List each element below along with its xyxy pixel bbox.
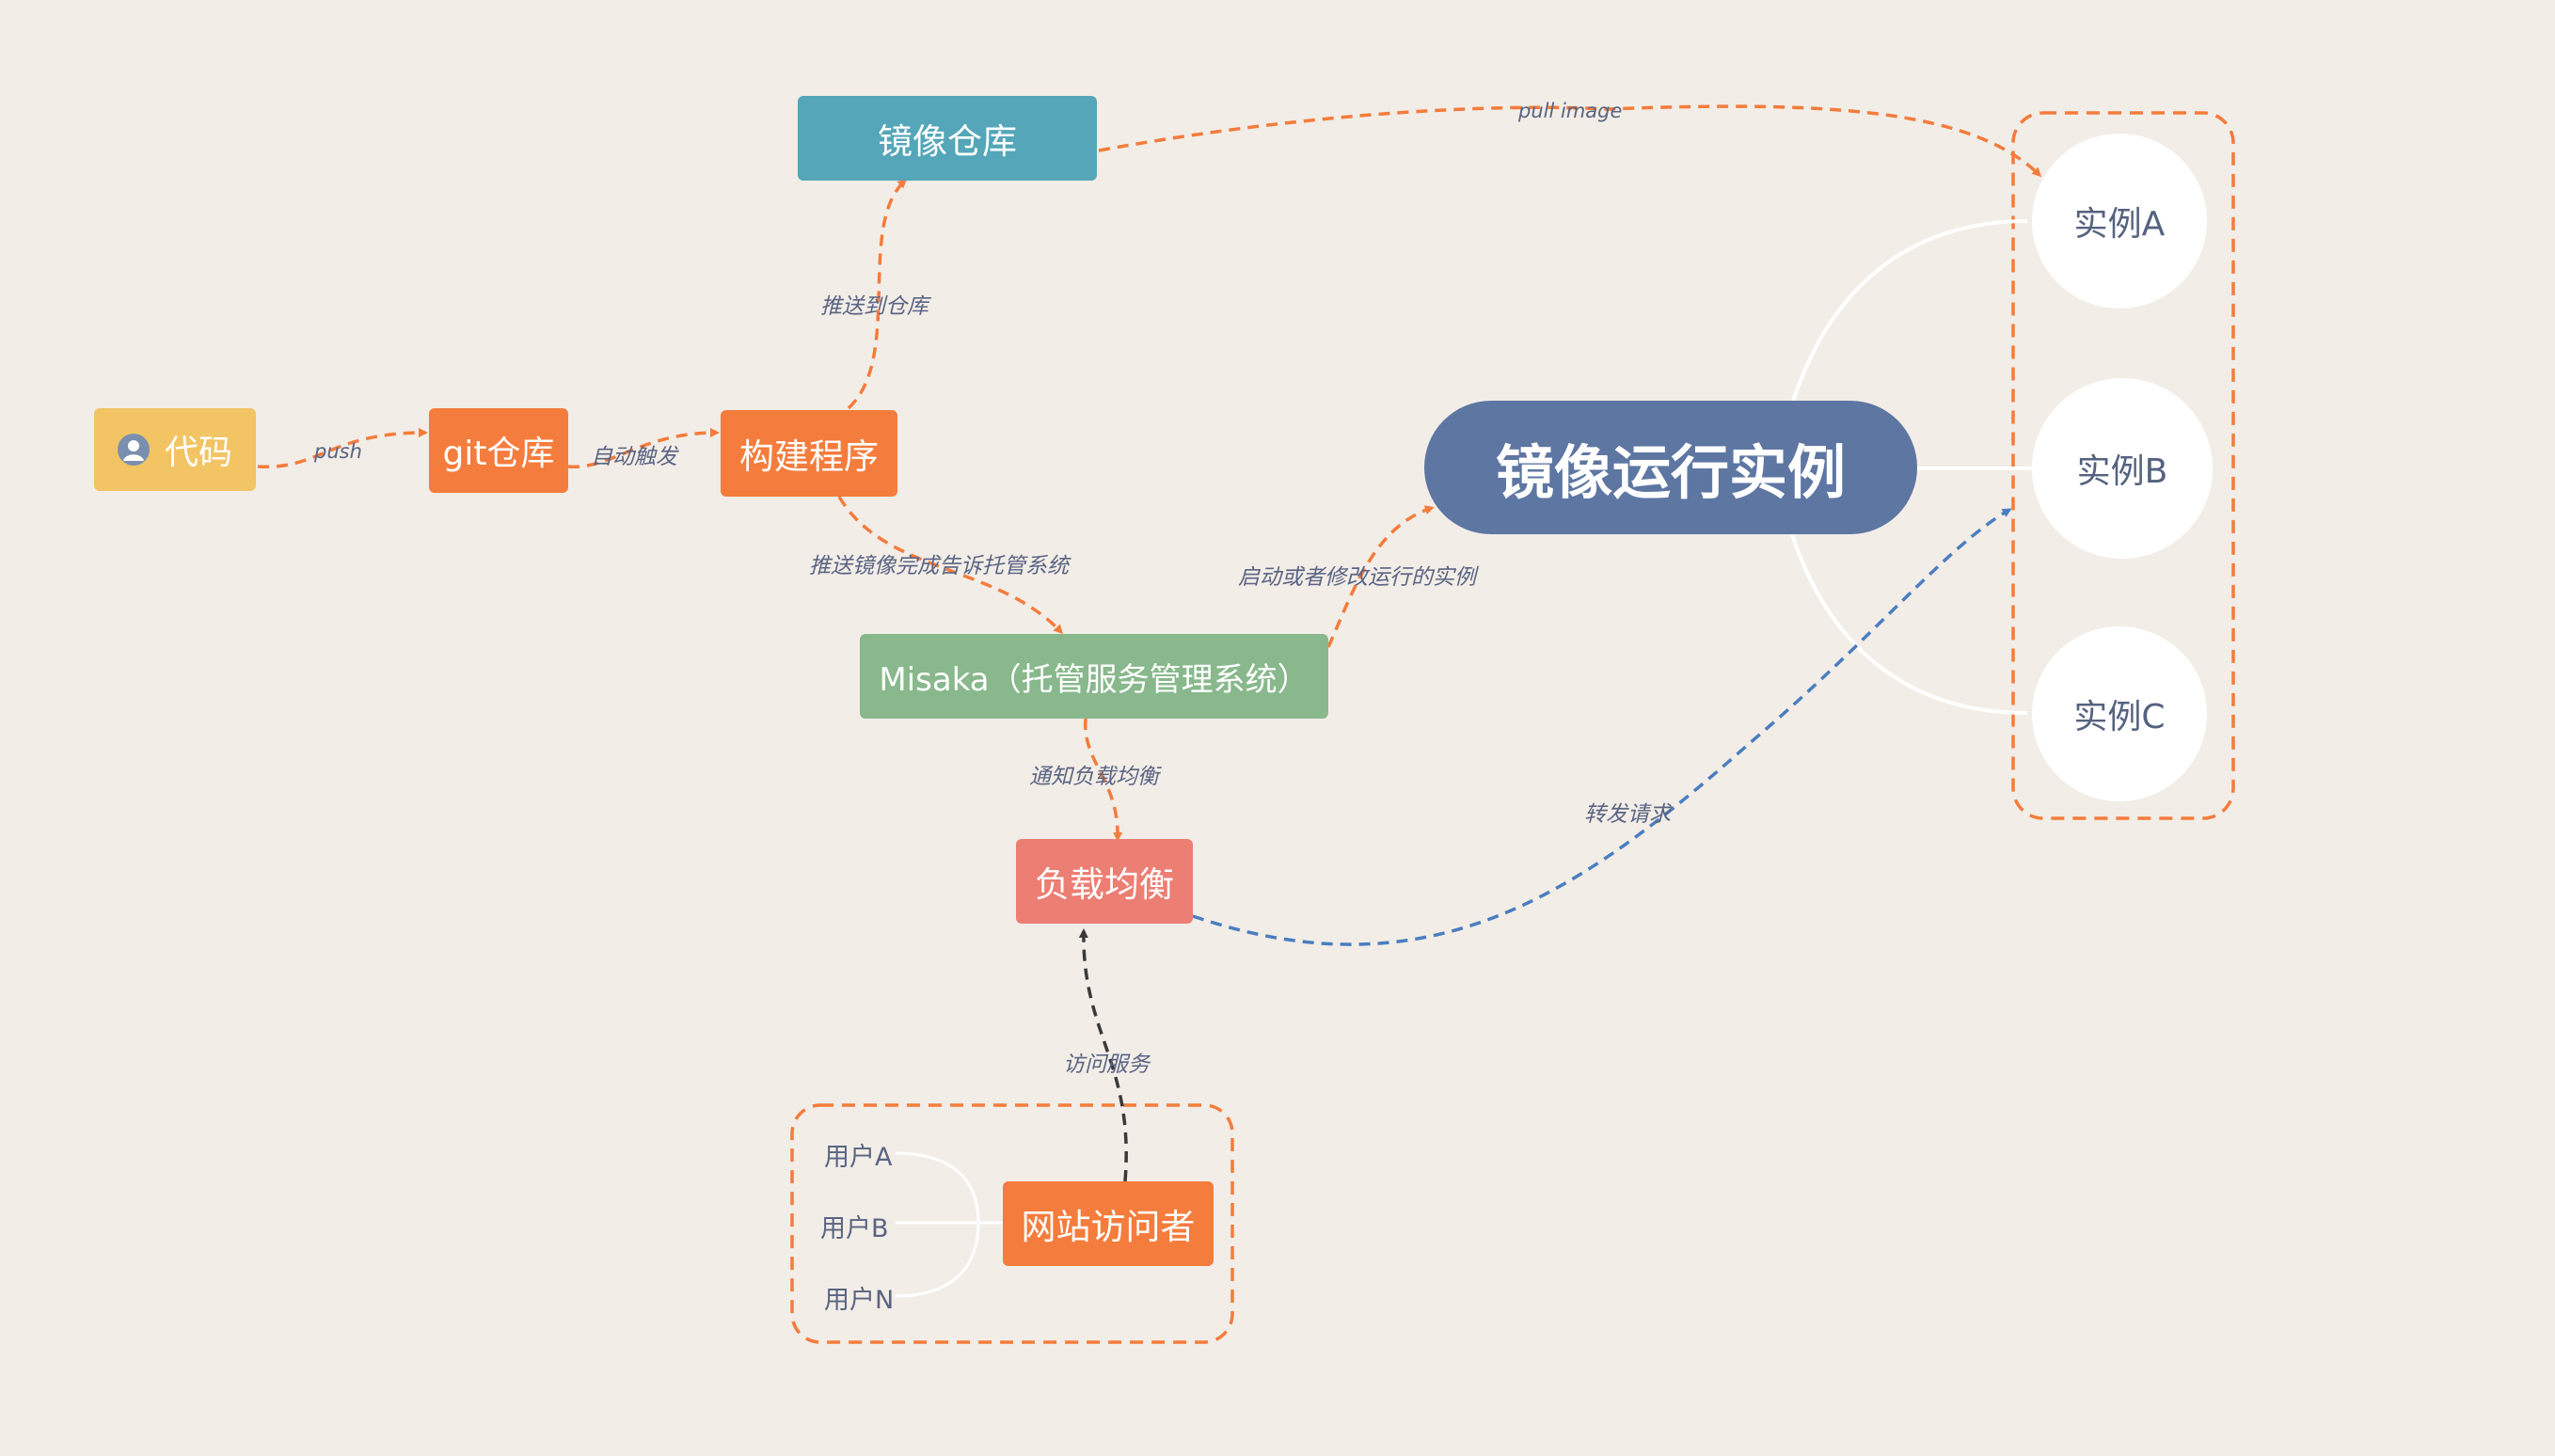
instance-b[interactable]: 实例B xyxy=(2032,378,2213,559)
branch-user-n xyxy=(895,1222,980,1298)
edge-notify-hosting xyxy=(837,496,1064,635)
node-code[interactable]: 代码 xyxy=(94,408,256,491)
edge-auto-trigger xyxy=(567,428,720,468)
branch-user-a xyxy=(895,1151,980,1224)
edge-label-start-modify: 启动或者修改运行的实例 xyxy=(1238,565,1476,590)
user-a: 用户A xyxy=(824,1143,893,1172)
edge-label-push-to-repo: 推送到仓库 xyxy=(820,294,928,319)
edge-label-access: 访问服务 xyxy=(1063,1052,1150,1077)
branch-instance-c xyxy=(1790,533,2028,715)
node-misaka[interactable]: Misaka（托管服务管理系统） xyxy=(860,634,1328,719)
node-image-repo[interactable]: 镜像仓库 xyxy=(798,96,1097,181)
node-code-label: 代码 xyxy=(164,434,232,472)
node-visitor-label: 网站访问者 xyxy=(1021,1207,1196,1247)
user-icon xyxy=(117,434,150,466)
users-group-frame xyxy=(790,1103,1234,1344)
node-load-balancer-label: 负载均衡 xyxy=(1035,864,1174,905)
instance-c-label: 实例C xyxy=(2073,698,2166,736)
user-b: 用户B xyxy=(820,1214,889,1243)
instance-a[interactable]: 实例A xyxy=(2032,134,2207,309)
instance-b-label: 实例B xyxy=(2076,452,2168,491)
edge-label-push: push xyxy=(314,440,362,463)
edge-forward xyxy=(1192,508,2012,946)
branch-instance-a xyxy=(1790,219,2028,405)
node-build[interactable]: 构建程序 xyxy=(721,410,897,497)
node-visitor[interactable]: 网站访问者 xyxy=(1003,1181,1214,1266)
edge-notify-lb xyxy=(1084,718,1123,842)
node-build-label: 构建程序 xyxy=(739,436,879,477)
node-central-label: 镜像运行实例 xyxy=(1495,438,1846,507)
node-git-repo-label: git仓库 xyxy=(442,435,555,473)
node-image-repo-label: 镜像仓库 xyxy=(878,121,1017,162)
user-n: 用户N xyxy=(824,1286,895,1315)
edge-push-to-repo xyxy=(847,178,908,410)
edge-label-notify-lb: 通知负载均衡 xyxy=(1029,765,1159,789)
edge-push xyxy=(257,428,428,468)
instance-group-frame xyxy=(2011,111,2235,820)
edge-label-pull-image: pull image xyxy=(1518,100,1623,122)
instance-a-label: 实例A xyxy=(2073,205,2166,244)
edge-label-notify-hosting: 推送镜像完成告诉托管系统 xyxy=(809,554,1069,578)
edge-access xyxy=(1078,928,1128,1182)
edge-label-auto-trigger: 自动触发 xyxy=(591,445,677,469)
node-misaka-label: Misaka（托管服务管理系统） xyxy=(879,660,1309,699)
edge-label-forward: 转发请求 xyxy=(1584,802,1671,827)
edge-start-modify xyxy=(1326,505,1435,648)
edge-pull-image xyxy=(1098,104,2042,178)
instance-c[interactable]: 实例C xyxy=(2032,626,2207,801)
node-central[interactable]: 镜像运行实例 xyxy=(1424,401,1917,534)
node-load-balancer[interactable]: 负载均衡 xyxy=(1016,839,1193,924)
node-git-repo[interactable]: git仓库 xyxy=(429,408,568,493)
